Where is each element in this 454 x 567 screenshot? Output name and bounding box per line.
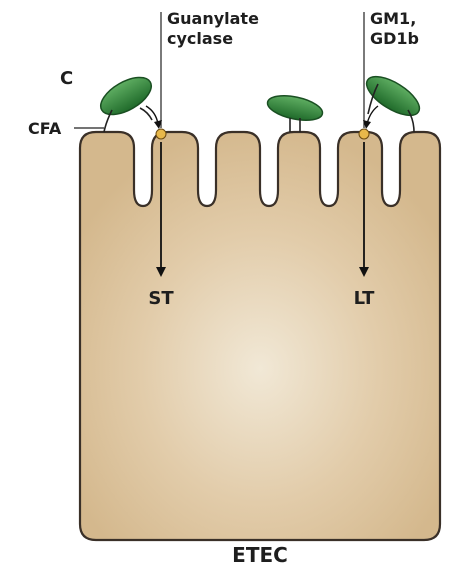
gm1-receptor: [359, 129, 369, 139]
label-cfa: CFA: [28, 119, 62, 138]
label-guanylate-line2: cyclase: [167, 29, 233, 48]
label-st: ST: [148, 288, 174, 309]
bacterium-middle: [265, 91, 324, 132]
bacterium-left: [95, 70, 157, 132]
label-gm1-line1: GM1,: [370, 9, 416, 28]
label-guanylate-line1: Guanylate: [167, 9, 259, 28]
guanylate-cyclase-receptor: [156, 129, 166, 139]
label-c: C: [60, 68, 73, 89]
epithelial-cell: [80, 132, 440, 540]
label-lt: LT: [354, 288, 375, 309]
label-etec: ETEC: [232, 543, 288, 567]
label-gm1-line2: GD1b: [370, 29, 419, 48]
